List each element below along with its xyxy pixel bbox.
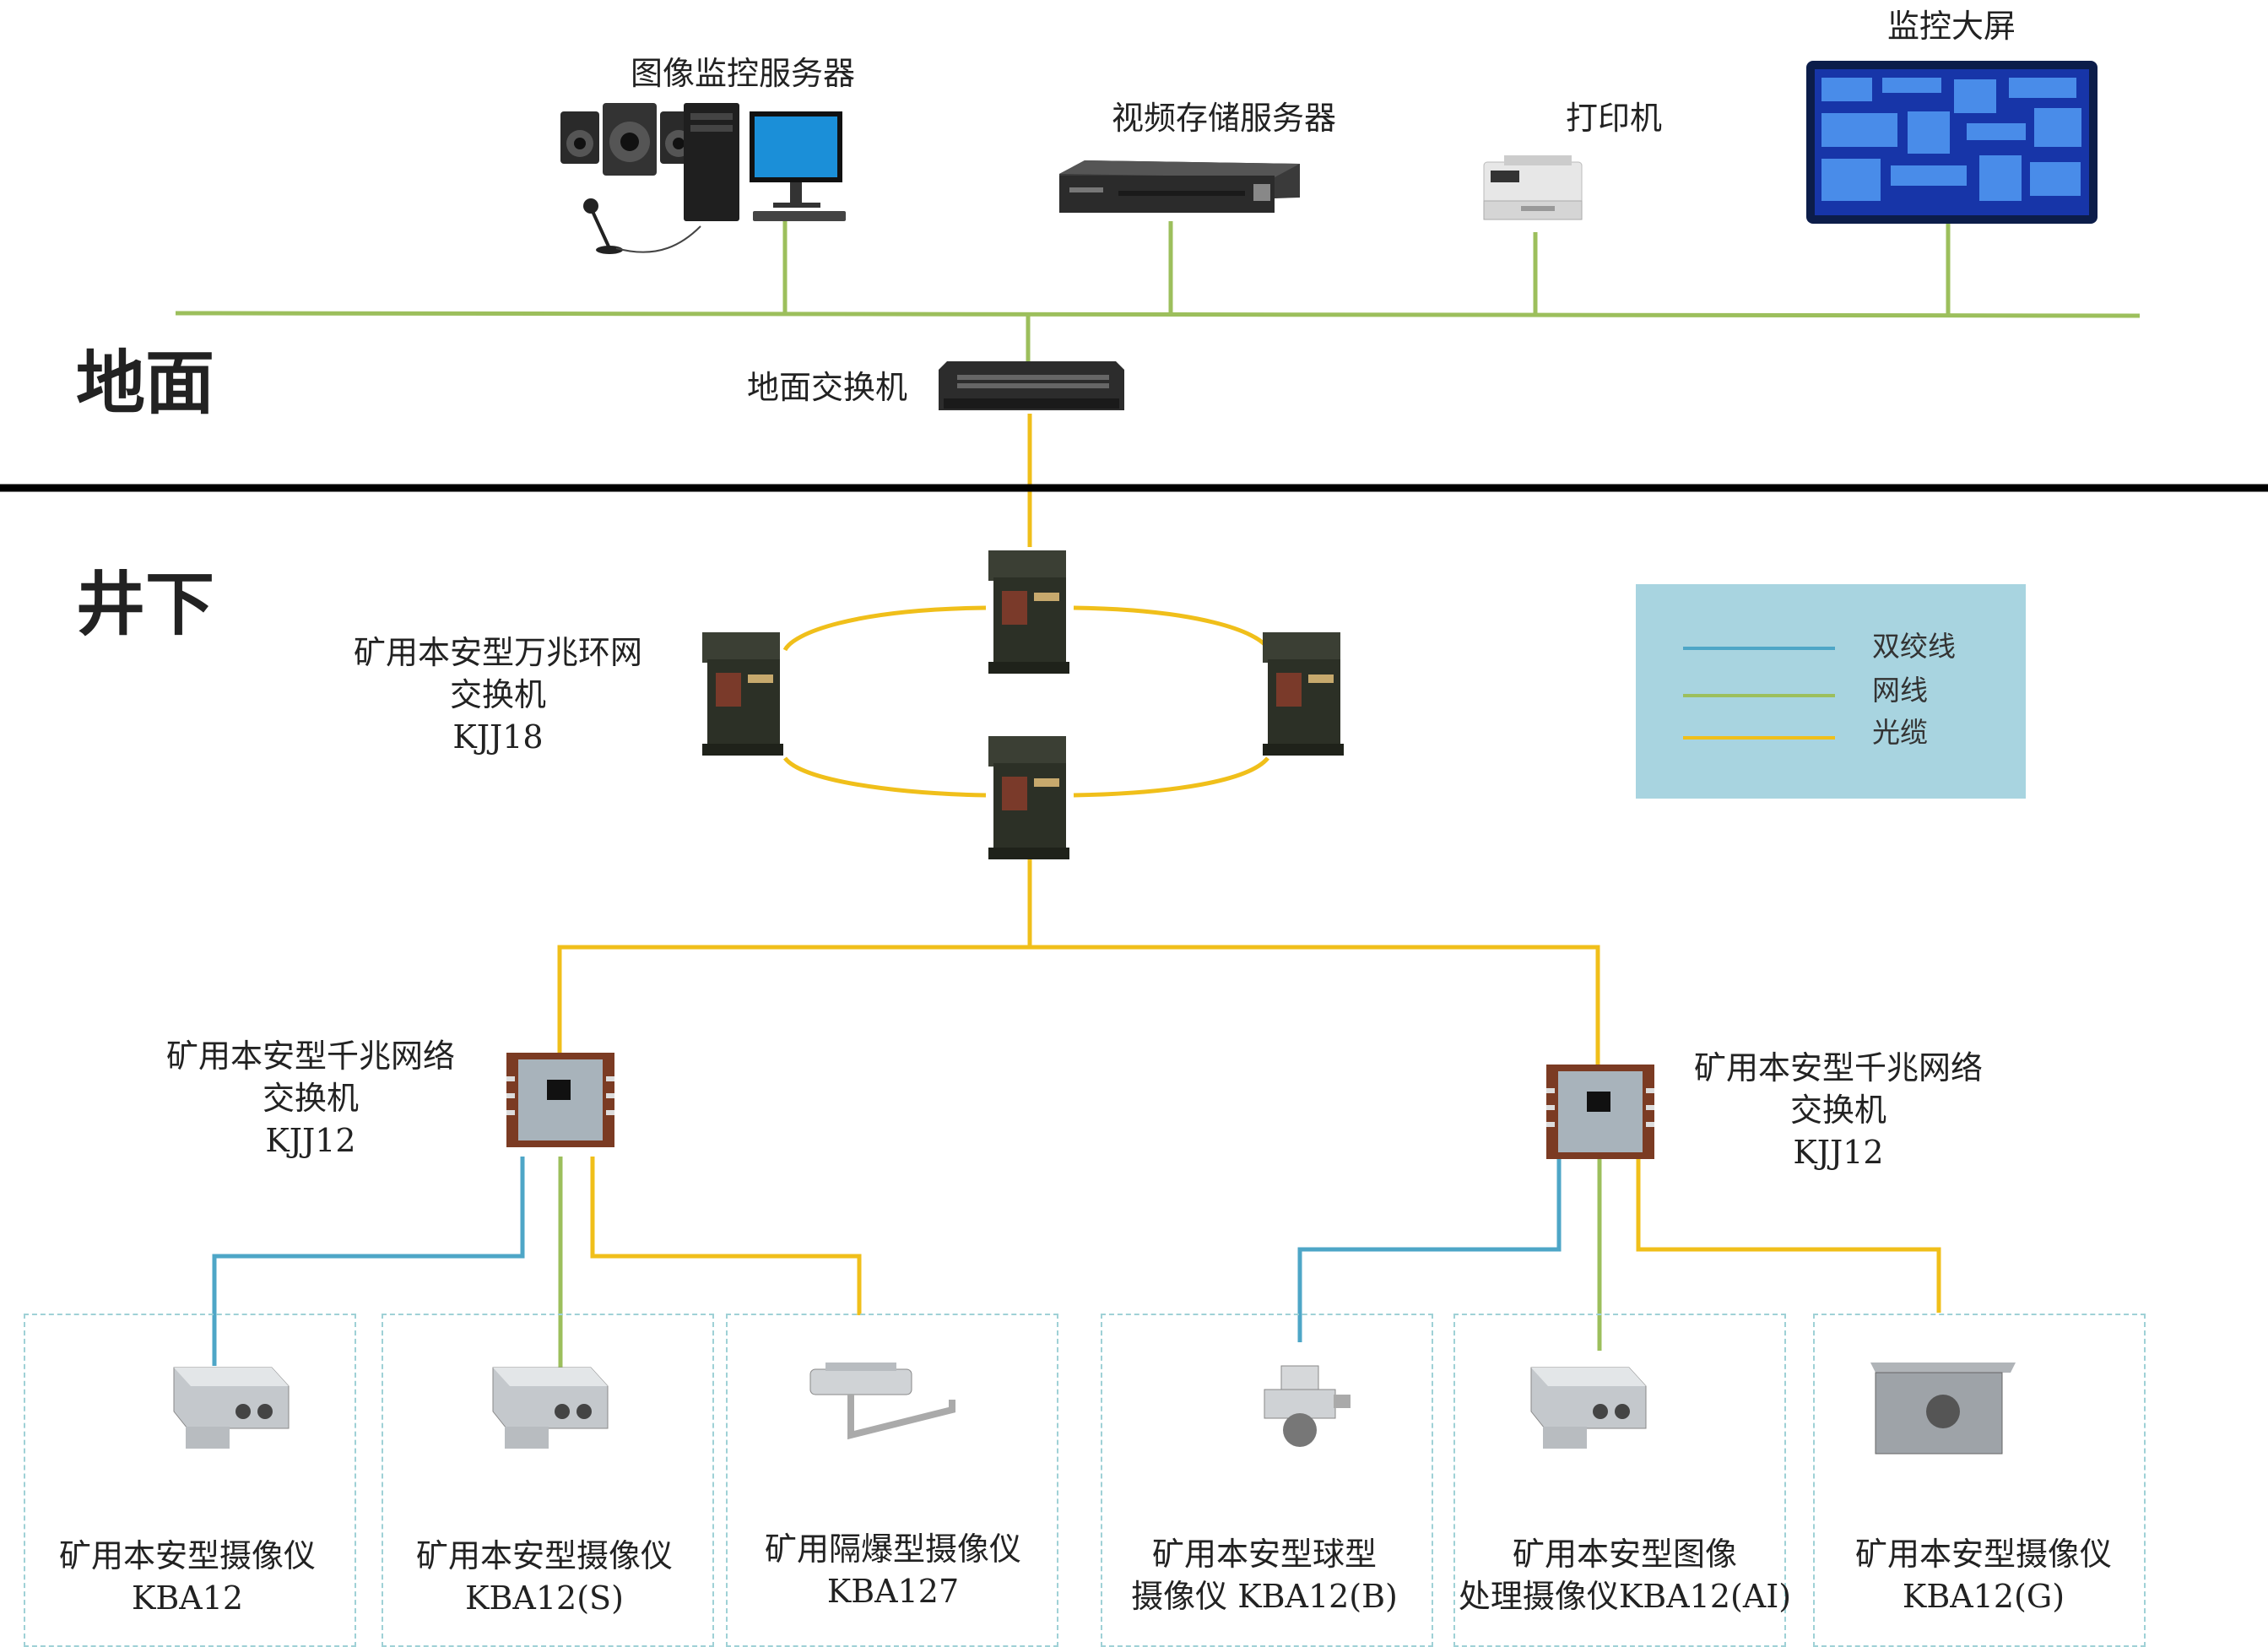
camera-kba12g-name: 矿用本安型摄像仪	[1854, 1536, 2113, 1573]
lan-cables	[175, 221, 2141, 1368]
ring-bottom-left	[782, 756, 987, 798]
fiber-to-kba12g	[1636, 1157, 1941, 1313]
camera-kba12-name: 矿用本安型摄像仪	[58, 1537, 317, 1574]
big-screen-icon	[1806, 61, 2097, 224]
fiber-to-kba127	[590, 1157, 862, 1315]
camera-kba127-name: 矿用隔爆型摄像仪	[764, 1531, 1022, 1568]
camera-kba127-label: 矿用隔爆型摄像仪 KBA127	[765, 1528, 1021, 1612]
ring-top-right	[1073, 605, 1270, 650]
gigabit-switch-left-name: 矿用本安型千兆网络	[165, 1038, 456, 1075]
ring-switch-right-icon	[1263, 632, 1344, 756]
camera-kba12ai-icon	[1530, 1367, 1647, 1449]
ring-switch-top-icon	[988, 550, 1069, 674]
monitor-server-label: 图像监控服务器	[630, 55, 856, 92]
ring-switch-name: 矿用本安型万兆环网	[353, 634, 643, 671]
video-storage-label: 视频存储服务器	[1111, 100, 1337, 137]
ring-switch-type: 交换机	[449, 676, 547, 713]
legend-label-lan: 网线	[1872, 674, 1928, 707]
camera-kba12b-label: 矿用本安型球型 摄像仪 KBA12(B)	[1131, 1533, 1398, 1617]
camera-box-kba12g	[1813, 1314, 2146, 1647]
gigabit-switch-right-type: 交换机	[1789, 1092, 1887, 1129]
camera-kba127-model: KBA127	[826, 1573, 960, 1610]
ring-switch-bottom-icon	[988, 736, 1069, 859]
camera-kba12b-icon	[1264, 1365, 1351, 1447]
ground-switch-label: 地面交换机	[747, 369, 908, 406]
camera-kba12b-model: 摄像仪 KBA12(B)	[1131, 1578, 1398, 1615]
big-screen-label: 监控大屏	[1886, 8, 2016, 45]
camera-box-kba12b	[1101, 1314, 1433, 1647]
camera-kba12s-icon	[492, 1367, 609, 1449]
legend-swatch-fiber	[1683, 736, 1835, 740]
ring-switch-left-icon	[702, 632, 783, 756]
gigabit-switch-right-name: 矿用本安型千兆网络	[1693, 1049, 1984, 1086]
camera-kba12s-name: 矿用本安型摄像仪	[415, 1537, 674, 1574]
twisted-to-kba12	[212, 1157, 525, 1366]
camera-kba12s-label: 矿用本安型摄像仪 KBA12(S)	[416, 1535, 673, 1619]
camera-kba12b-name: 矿用本安型球型	[1151, 1536, 1378, 1573]
legend-label-fiber: 光缆	[1872, 716, 1928, 749]
legend-label-twisted-pair: 双绞线	[1872, 630, 1956, 663]
twisted-to-kba12b	[1297, 1157, 1562, 1342]
camera-box-kba12ai	[1453, 1314, 1786, 1647]
video-storage-icon	[1059, 160, 1300, 213]
monitor-server-icon	[560, 103, 846, 254]
camera-kba12s-model: KBA12(S)	[465, 1579, 624, 1617]
ground-switch-icon	[939, 361, 1124, 410]
camera-box-kba12	[24, 1314, 356, 1647]
camera-kba12g-label: 矿用本安型摄像仪 KBA12(G)	[1855, 1533, 2112, 1617]
underground-section-title: 井下	[76, 565, 215, 645]
camera-kba12ai-model: 处理摄像仪KBA12(AI)	[1458, 1578, 1792, 1615]
surface-bus-line	[175, 311, 2141, 318]
ground-section-title: 地面	[76, 344, 215, 424]
fiber-to-right-switch	[1030, 945, 1600, 1065]
printer-label: 打印机	[1565, 100, 1663, 137]
gigabit-switch-left-icon	[506, 1053, 614, 1147]
camera-kba12-icon	[173, 1367, 290, 1449]
gigabit-switch-right-icon	[1546, 1065, 1654, 1159]
camera-box-kba127	[726, 1314, 1058, 1647]
twisted-pair-cables	[212, 1157, 1562, 1366]
ring-switch-model: KJJ18	[452, 718, 544, 756]
camera-box-kba12s	[382, 1314, 714, 1647]
ring-switch-label: 矿用本安型万兆环网 交换机 KJJ18	[354, 631, 642, 758]
ring-bottom-right	[1073, 756, 1269, 798]
ring-top-left	[782, 605, 987, 652]
gigabit-switch-left-type: 交换机	[262, 1080, 360, 1117]
legend-swatch-twisted-pair	[1683, 647, 1835, 650]
camera-kba12ai-name: 矿用本安型图像	[1512, 1536, 1737, 1573]
camera-kba127-icon	[809, 1363, 955, 1440]
gigabit-switch-left-label: 矿用本安型千兆网络 交换机 KJJ12	[166, 1035, 455, 1162]
fiber-cables	[557, 414, 1941, 1315]
camera-kba12-model: KBA12	[131, 1579, 244, 1617]
gigabit-switch-right-label: 矿用本安型千兆网络 交换机 KJJ12	[1694, 1047, 1983, 1173]
gigabit-switch-right-model: KJJ12	[1793, 1134, 1884, 1171]
gigabit-switch-left-model: KJJ12	[265, 1122, 356, 1159]
fiber-to-left-switch	[557, 854, 1032, 1054]
camera-kba12-label: 矿用本安型摄像仪 KBA12	[59, 1535, 316, 1619]
printer-icon	[1483, 155, 1583, 220]
camera-kba12ai-label: 矿用本安型图像 处理摄像仪KBA12(AI)	[1459, 1533, 1791, 1617]
legend-box: 双绞线 网线 光缆	[1636, 584, 2026, 799]
camera-kba12g-model: KBA12(G)	[1902, 1578, 2065, 1615]
legend-swatch-lan	[1683, 694, 1835, 697]
camera-kba12g-icon	[1870, 1363, 2016, 1455]
